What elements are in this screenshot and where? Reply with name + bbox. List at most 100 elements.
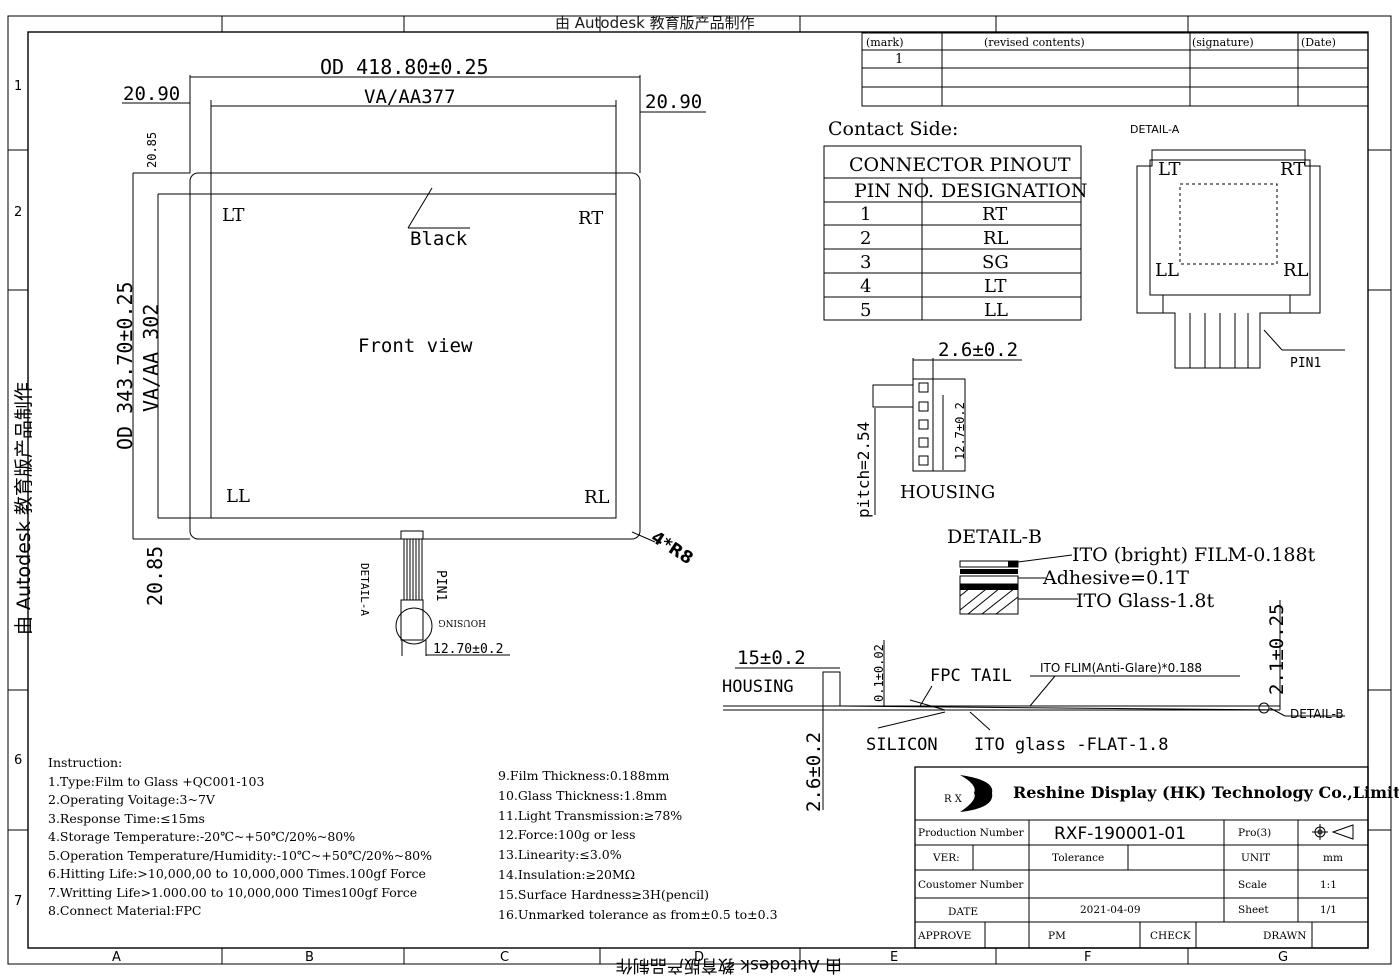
row-label: 7 [14, 894, 22, 909]
instruction-item: 12.Force:100g or less [498, 827, 636, 843]
corner-rt: RT [578, 208, 603, 229]
instruction-item: 8.Connect Material:FPC [48, 903, 202, 918]
instruction-item: 6.Hitting Life:>10,000,00 to 10,000,000 … [48, 866, 426, 881]
rev-header-contents: (revised contents) [984, 36, 1085, 49]
detail-a-rt: RT [1280, 159, 1305, 180]
instruction-item: 4.Storage Temperature:-20℃~+50℃/20%~80% [48, 829, 356, 844]
pin-designation: LL [984, 300, 1008, 321]
drawn-label: DRAWN [1263, 930, 1306, 942]
title-block: R X Reshine Display (HK) Technology Co.,… [914, 766, 1399, 949]
scale-value: 1:1 [1320, 879, 1337, 891]
housing-thickness-dim: 2.6±0.2 [803, 732, 825, 812]
instruction-item: 14.Insulation:≥20MΩ [498, 866, 636, 882]
detail-a-rl: RL [1283, 260, 1309, 281]
front-view: OD 418.80±0.25 VA/AA377 20.90 20.90 20.8… [113, 55, 706, 657]
instructions-title: Instruction: [48, 755, 123, 770]
housing-pitch-dim: pitch=2.54 [854, 422, 873, 518]
right-margin-dim: 20.90 [645, 91, 702, 113]
black-label: Black [410, 228, 468, 250]
col-label: C [500, 950, 509, 965]
pin-designation: SG [982, 252, 1009, 273]
company-name: Reshine Display (HK) Technology Co.,Limi… [1013, 783, 1399, 802]
instruction-item: 9.Film Thickness:0.188mm [498, 768, 670, 783]
instruction-item: 5.Operation Temperature/Humidity:-10℃~+5… [48, 847, 432, 863]
total-thickness-dim: 2.1±0.25 [1266, 603, 1288, 695]
approve-label: APPROVE [917, 930, 971, 942]
projection-symbol-icon [1312, 824, 1354, 840]
va-width-dim: VA/AA377 [364, 86, 456, 108]
front-view-title: Front view [358, 335, 473, 357]
va-height-dim: VA/AA 302 [139, 304, 163, 412]
housing-width-dim: 2.6±0.2 [938, 339, 1018, 361]
unit-value: mm [1323, 852, 1343, 864]
col-label: D [694, 950, 704, 965]
corner-ll: LL [226, 486, 250, 507]
housing-length-dim: 15±0.2 [737, 647, 806, 669]
fpc-width-dim: 12.70±0.2 [433, 642, 503, 657]
od-height-dim: OD 343.70±0.25 [113, 281, 137, 450]
col-label: G [1278, 950, 1288, 965]
pin-number: 5 [860, 300, 871, 321]
pin-number: 4 [860, 276, 871, 297]
check-label: CHECK [1150, 930, 1191, 942]
detail-a-ll: LL [1155, 260, 1179, 281]
detail-a-pin1: PIN1 [1290, 356, 1321, 371]
instruction-item: 13.Linearity:≤3.0% [498, 847, 622, 863]
rev-header-date: (Date) [1301, 36, 1336, 49]
date-label: DATE [948, 906, 978, 918]
col-label: A [112, 950, 121, 965]
date-value: 2021-04-09 [1080, 904, 1141, 916]
left-margin-dim: 20.90 [123, 83, 180, 105]
view-area [210, 193, 617, 519]
rev-header-signature: (signature) [1192, 36, 1254, 49]
bottom-margin-dim: 20.85 [143, 546, 167, 606]
corner-radius-dim: 4*R8 [647, 527, 696, 569]
rev-header-mark: (mark) [866, 36, 904, 49]
ito-glass-label: ITO Glass-1.8t [1076, 590, 1215, 612]
corner-lt: LT [222, 205, 245, 226]
detail-a-lt: LT [1158, 159, 1181, 180]
sheet-value: 1/1 [1320, 904, 1337, 916]
detail-a-callout: DETAIL-A [358, 563, 371, 616]
tail-thickness-dim: 0.1±0.02 [872, 644, 886, 702]
unit-label: UNIT [1241, 852, 1270, 864]
housing-height-dim: 12.7±0.2 [953, 402, 967, 460]
pin1-callout: PIN1 [433, 570, 448, 601]
sheet-label: Sheet [1238, 904, 1269, 916]
detail-b-callout: DETAIL-B [1290, 707, 1344, 721]
col-label: E [890, 950, 898, 965]
ito-film-ag-label: ITO FLIM(Anti-Glare)*0.188 [1040, 661, 1202, 675]
detail-a-title: DETAIL-A [1130, 123, 1180, 136]
ito-glass-flat-label: ITO glass -FLAT-1.8 [974, 735, 1168, 755]
housing-label: HOUSING [900, 482, 995, 503]
contact-side-title: Contact Side: [828, 118, 958, 140]
company-logo: R X [944, 775, 993, 812]
pinout-col-pin: PIN NO. [854, 180, 934, 202]
instructions-right: 9.Film Thickness:0.188mm 10.Glass Thickn… [498, 766, 778, 924]
rev-row-mark: 1 [895, 52, 903, 67]
instruction-item: 2.Operating Voitage:3~7V [48, 792, 215, 807]
connector-pinout: Contact Side: CONNECTOR PINOUT PIN NO. D… [823, 118, 1088, 321]
pin-number: 3 [860, 252, 871, 273]
ito-film-label: ITO (bright) FILM-0.188t [1072, 544, 1316, 566]
adhesive-label: Adhesive=0.1T [1042, 567, 1189, 589]
detail-a-view: DETAIL-A LT RT LL RL PIN1 [1130, 123, 1345, 371]
production-number: RXF-190001-01 [1054, 824, 1186, 844]
instruction-item: 1.Type:Film to Glass +QC001-103 [48, 773, 265, 789]
housing-callout: HOUSING [438, 617, 486, 627]
pin-number: 2 [860, 228, 871, 249]
row-label: 6 [14, 753, 22, 768]
housing-view: 2.6±0.2 12.7±0.2 pitch=2.54 HOUSING [854, 339, 1022, 518]
row-label: 1 [14, 79, 22, 94]
production-number-label: Production Number [918, 827, 1025, 839]
instruction-item: 16.Unmarked tolerance as from±0.5 to±0.3 [498, 906, 778, 922]
side-housing-label: HOUSING [722, 677, 794, 697]
ver-label: VER: [932, 852, 960, 864]
pin-designation: RT [982, 204, 1007, 225]
detail-b-title: DETAIL-B [947, 526, 1042, 548]
drawing-frame [7, 15, 1392, 965]
revision-table: (mark) (revised contents) (signature) (D… [861, 32, 1369, 107]
pinout-title: CONNECTOR PINOUT [849, 154, 1071, 176]
pin-designation: RL [983, 228, 1009, 249]
